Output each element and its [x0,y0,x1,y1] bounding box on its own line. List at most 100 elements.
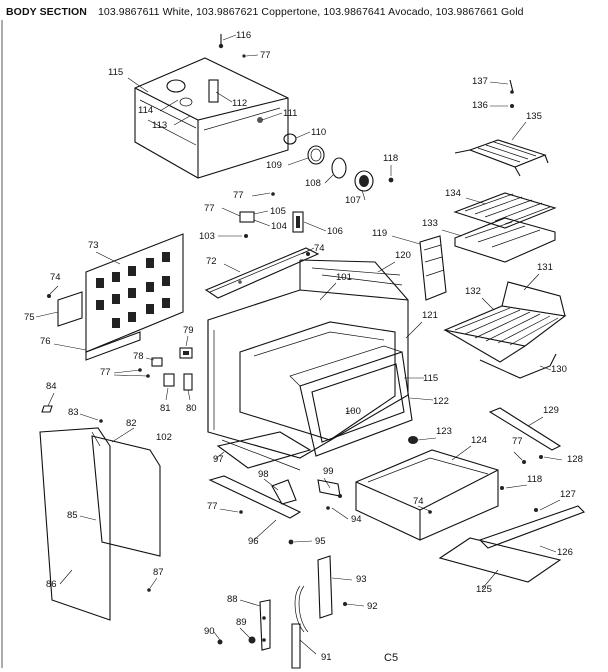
callout-c113: 113 [152,120,167,131]
callout-c77f: 77 [207,501,218,512]
screw-116 [218,34,246,58]
leader-line [213,631,221,641]
oven-rack-131-132 [443,281,567,363]
rail-126 [478,505,585,549]
callout-c132: 132 [465,286,481,297]
callout-c134: 134 [445,188,461,199]
leader-line [481,569,499,590]
callout-c103: 103 [199,231,215,242]
screw-83 [99,419,103,423]
leader-line [47,392,55,407]
callout-c126: 126 [557,547,573,558]
leader-line [523,273,540,291]
callout-c104: 104 [271,221,287,232]
callout-c83: 83 [68,407,79,418]
callout-c85: 85 [67,510,78,521]
leader-line [465,197,487,205]
callout-c77d: 77 [100,367,111,378]
leader-line [113,369,141,374]
callout-c97: 97 [213,454,224,465]
leader-line [35,311,59,318]
callout-c79: 79 [183,325,194,336]
callout-c84: 84 [46,381,57,392]
leader-line [53,343,87,351]
callout-c131: 131 [537,262,553,273]
callout-c80: 80 [186,403,197,414]
callout-c130: 130 [551,364,567,375]
leader-line [319,282,337,301]
callout-c115a: 115 [108,67,123,78]
brackets-94-99 [208,475,342,545]
diagram-title: BODY SECTION 103.9867611 White, 103.9867… [6,6,524,18]
small-parts-137-136 [509,79,514,108]
leader-line [409,397,434,401]
leader-line [219,508,239,513]
callout-c123: 123 [436,426,452,437]
leader-line [323,477,331,489]
leader-line [543,456,563,461]
callout-c109: 109 [266,160,282,171]
callout-c81: 81 [160,403,171,414]
callout-c74c: 74 [413,496,424,507]
leader-line [214,451,225,460]
callout-c77c: 77 [204,203,215,214]
leader-line [303,221,327,232]
side-panel-82 [91,435,161,557]
leader-line [299,639,317,655]
leader-line [223,263,241,273]
leader-line [539,545,557,553]
leader-line [511,121,527,141]
callout-c135: 135 [526,111,542,122]
callout-c122: 122 [433,396,449,407]
leader-line [253,519,277,541]
oven-frame-115 [289,345,413,457]
door-panel-119 [419,235,447,301]
callout-c137: 137 [472,76,488,87]
leader-line [417,505,433,513]
callout-c119: 119 [372,228,387,239]
drawer-front-125 [438,537,562,583]
leader-line [215,91,233,103]
callout-c124: 124 [471,435,487,446]
side-panel-86 [39,427,111,621]
leader-line [481,297,495,311]
leader-line [331,577,353,581]
round-parts-110-107 [283,133,394,192]
broiler-grid-134 [453,192,557,229]
leader-line [239,627,251,639]
callout-c88: 88 [227,594,238,605]
rear-panel-73 [47,233,184,361]
callout-c73: 73 [88,240,99,251]
broiler-pan-133 [454,217,556,263]
screw-87 [147,588,151,592]
screw-118b [500,486,504,490]
callout-labels: 1167711511411311211111010910810711813713… [24,30,583,663]
trim-72 [204,247,320,299]
leader-line [451,445,472,461]
callout-c111: 111 [283,108,297,119]
leader-line [263,478,279,491]
callout-c118b: 118 [527,474,542,485]
leader-line [287,157,309,166]
callout-c89: 89 [236,617,247,628]
leader-line [361,189,366,201]
clip-128 [539,455,543,459]
leader-line [185,335,189,347]
knob-123 [408,436,418,444]
leader-line [489,81,509,85]
leader-line [79,515,97,521]
callout-c77e: 77 [512,436,523,447]
leader-lines [35,34,563,655]
callout-c116: 116 [236,30,251,41]
leader-line [149,577,158,589]
leader-line [49,285,59,295]
leader-line [293,540,313,543]
callout-c114: 114 [138,105,153,116]
callout-c96: 96 [248,536,259,547]
callout-c78: 78 [133,351,144,362]
leader-line [95,251,121,265]
callout-c106: 106 [327,226,343,237]
rail-129 [488,407,562,451]
callout-c95: 95 [315,536,326,547]
callout-c102: 102 [156,432,172,443]
